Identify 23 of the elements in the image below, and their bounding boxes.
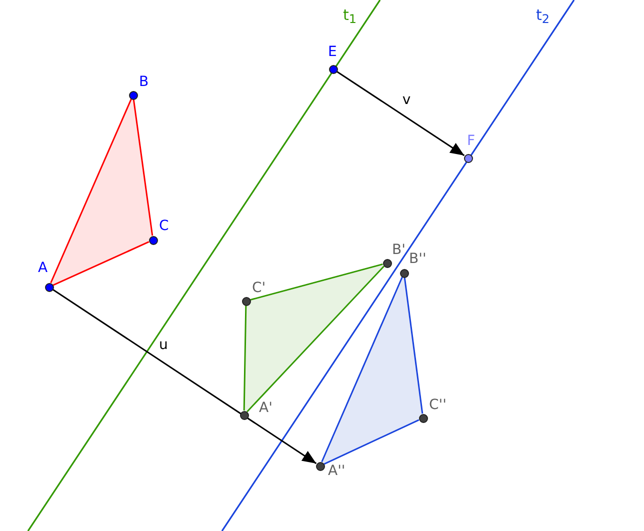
point-label: C	[159, 218, 169, 234]
point-label: A''	[328, 463, 346, 479]
point-label: E	[328, 44, 337, 60]
vector-arrow	[336, 70, 465, 156]
segment	[243, 305, 247, 411]
point-label: A	[38, 260, 48, 276]
line-label: t$_{1}$	[343, 6, 357, 28]
point-label: C''	[429, 397, 446, 413]
point-label: C'	[252, 280, 266, 296]
segment	[50, 98, 132, 284]
segment	[324, 419, 420, 465]
point-label: B''	[409, 251, 426, 267]
segment	[250, 263, 383, 301]
point-label: A'	[259, 400, 272, 416]
point-label: B'	[392, 242, 406, 258]
segment	[321, 276, 403, 462]
segment	[404, 277, 424, 414]
point-label: B	[139, 74, 149, 90]
line-label: t$_{2}$	[536, 6, 550, 28]
segment	[52, 241, 150, 286]
point-label: F	[467, 133, 476, 149]
vector-arrow	[52, 288, 317, 464]
segment	[132, 99, 154, 236]
